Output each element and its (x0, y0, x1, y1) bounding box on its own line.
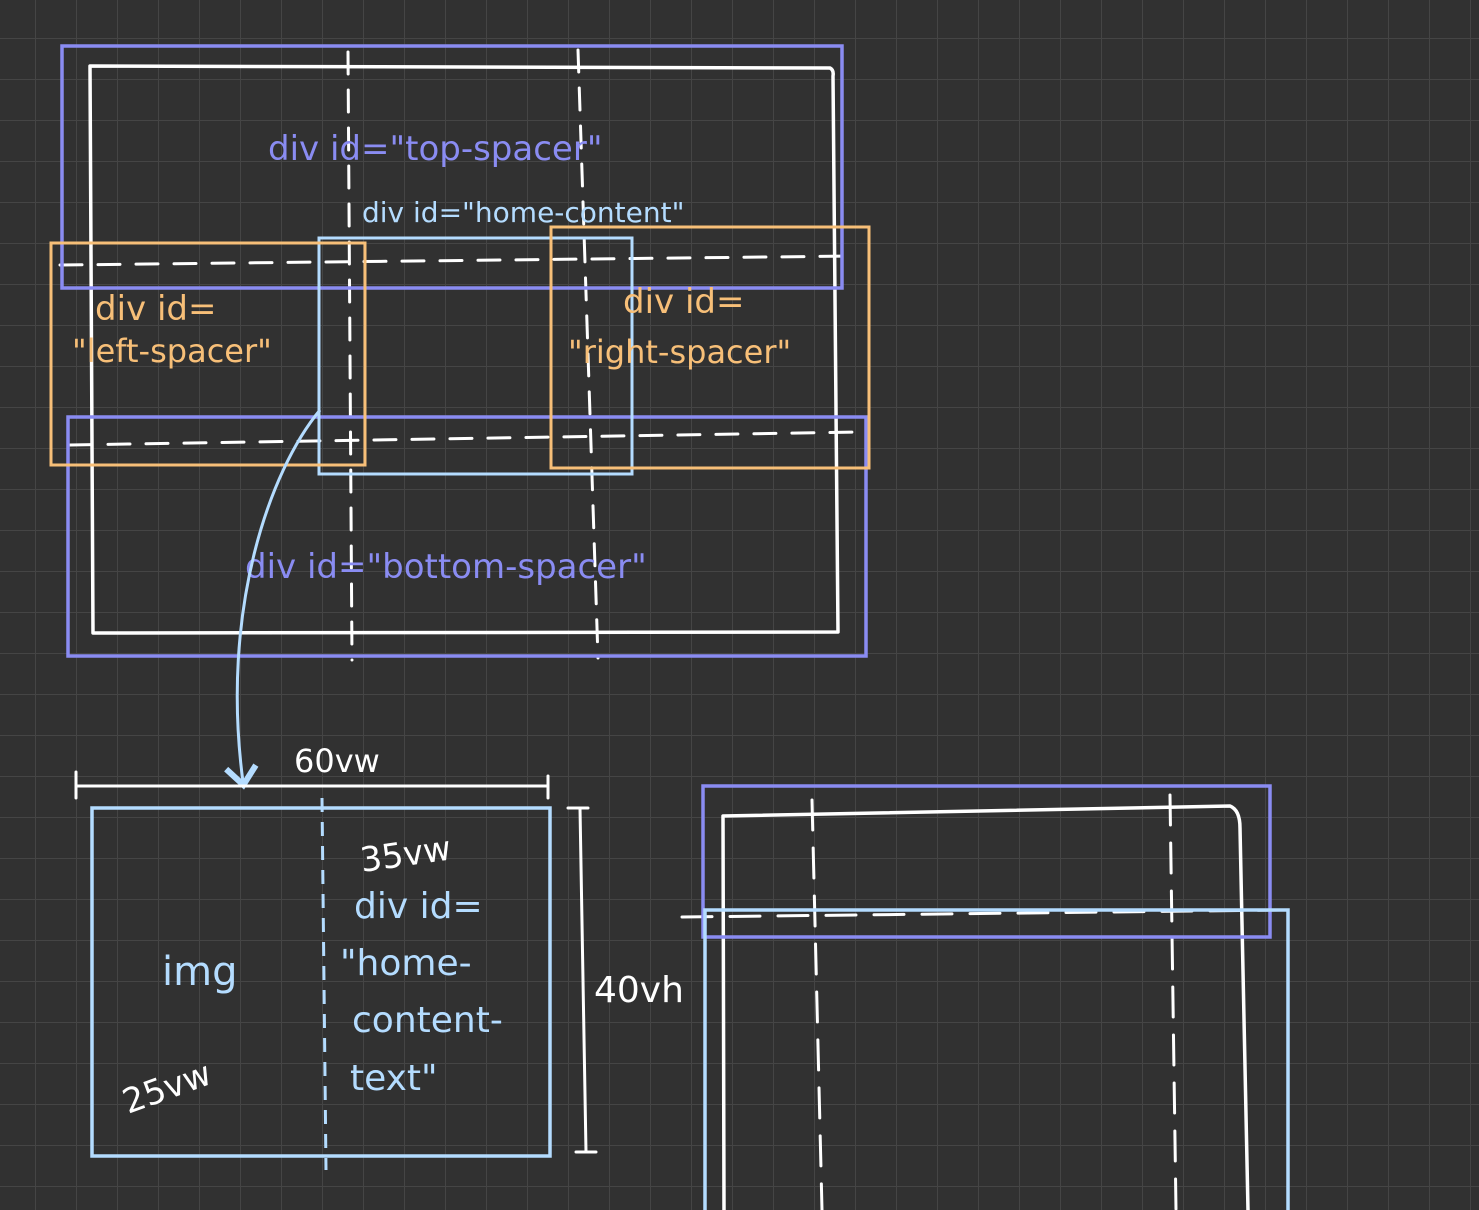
mobile-guide-lines (680, 793, 1282, 1210)
text-block-line4: text" (350, 1058, 438, 1099)
img-width-label-25vw: 25vw (117, 1054, 216, 1123)
right-spacer-box (549, 225, 871, 470)
text-block-line3: content- (352, 1000, 503, 1041)
width-dimension (74, 770, 550, 800)
left-spacer-label-line1: div id= (95, 289, 216, 329)
bottom-spacer-box (66, 415, 868, 658)
left-spacer-box (49, 241, 367, 467)
right-spacer-label-line1: div id= (623, 282, 744, 322)
top-spacer-box (60, 44, 844, 290)
height-label-40vh: 40vh (594, 970, 684, 1011)
home-content-label: div id="home-content" (362, 196, 684, 229)
bottom-spacer-label: div id="bottom-spacer" (245, 547, 647, 587)
guide-lines (58, 48, 862, 662)
mobile-outline (721, 804, 1250, 1210)
text-width-label-35vw: 35vw (358, 829, 454, 881)
img-label: img (162, 949, 237, 995)
mobile-top-spacer-box (701, 784, 1272, 939)
width-label-60vw: 60vw (294, 742, 380, 780)
text-block-line1: div id= (354, 886, 483, 927)
height-dimension (566, 806, 598, 1154)
content-divider (320, 797, 328, 1171)
top-spacer-label: div id="top-spacer" (268, 129, 602, 169)
zoom-arrow (224, 409, 322, 790)
left-spacer-label-line2: "left-spacer" (72, 332, 272, 370)
right-spacer-label-line2: "right-spacer" (568, 333, 791, 371)
mobile-content-box (703, 908, 1290, 1210)
page-outline (88, 64, 840, 635)
text-block-line2: "home- (340, 943, 472, 984)
home-content-box (317, 236, 634, 476)
